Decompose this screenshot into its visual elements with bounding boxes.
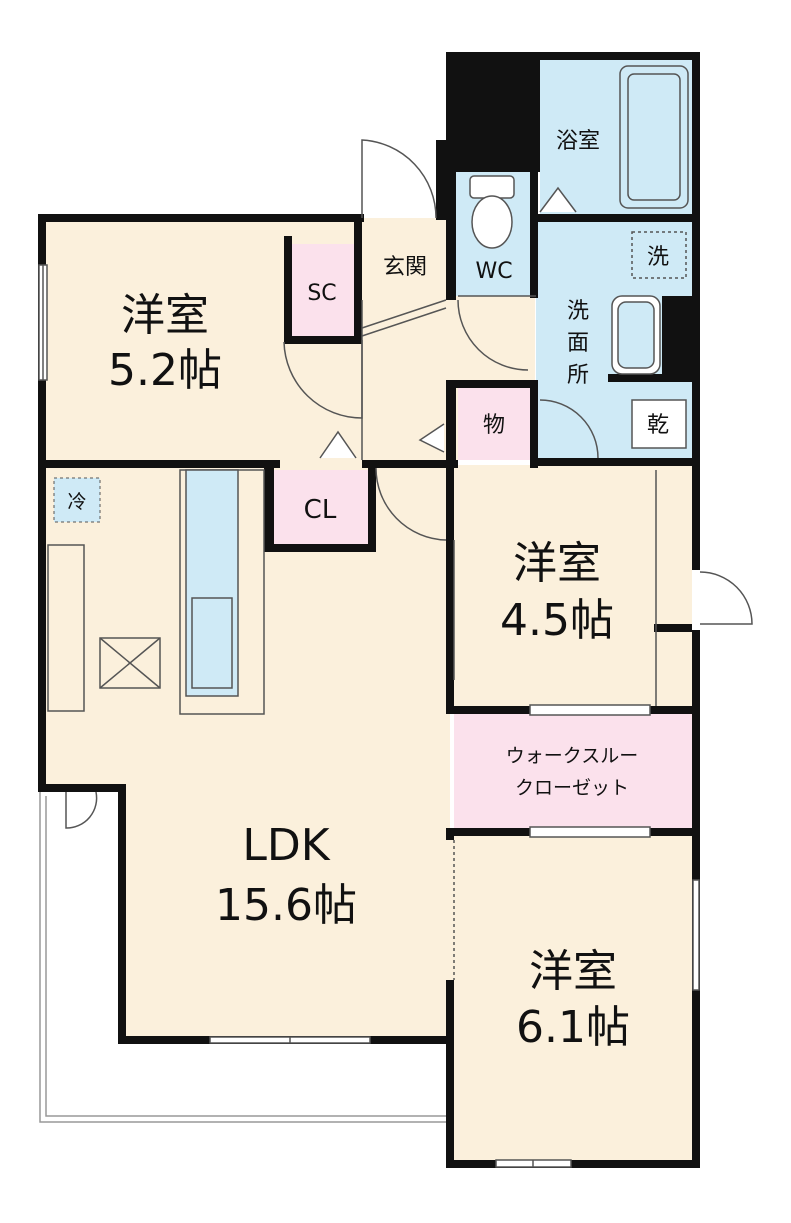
sc-floor	[290, 244, 354, 338]
wall-cl-left	[264, 460, 274, 550]
wall-washroom-bottom	[536, 458, 700, 466]
door-swing-wc	[457, 299, 529, 371]
door-gap-6-1	[446, 840, 454, 980]
wall-cl-right	[368, 460, 376, 552]
step-triangle-bath	[539, 186, 577, 213]
wall-washroom-pillar	[662, 296, 694, 382]
balcony-inner-line	[45, 796, 450, 1117]
wall-ldk-step-top	[38, 784, 126, 792]
fridge-label: 冷	[67, 491, 86, 513]
balcony-outline	[39, 790, 450, 1123]
door-swing-5-2	[283, 340, 363, 419]
wall-storage-right	[530, 380, 538, 468]
entrance-step-line-2	[361, 307, 447, 337]
washbasin-inner	[617, 301, 655, 369]
balcony	[39, 790, 450, 1123]
laundry-label: 洗	[647, 245, 669, 270]
room-western-6-1-floor	[454, 835, 694, 1162]
wic-floor	[454, 712, 694, 832]
dryer-box	[631, 399, 687, 449]
labels: 洋室 5.2帖 洋室 4.5帖 洋室 6.1帖 LDK 15.6帖 浴室 洗 面…	[67, 129, 669, 1053]
door-swing-washroom	[539, 399, 599, 459]
room-western-5-2-floor	[44, 222, 286, 462]
sc-label: SC	[307, 281, 336, 306]
washroom-label-3: 所	[567, 363, 589, 388]
cl-label: CL	[304, 495, 337, 525]
wall-5-2-ldk	[38, 460, 458, 468]
pipe-shaft	[446, 52, 540, 172]
wc-label: WC	[475, 259, 512, 284]
toilet-tank-icon	[469, 175, 515, 199]
ldk-floor	[44, 465, 450, 1040]
washroom-label-1: 洗	[567, 299, 589, 324]
wall-bath-washroom	[530, 214, 700, 222]
wall-sc-left	[284, 236, 292, 342]
wall-top-5-2	[38, 214, 364, 222]
wic-door-top	[529, 704, 651, 716]
step-triangle-1	[319, 430, 357, 459]
wic-label-1: ウォークスルー	[506, 745, 638, 767]
range-hood-x2	[99, 637, 161, 689]
entry-door-swing	[361, 139, 437, 219]
room-4-5-size: 4.5帖	[500, 595, 614, 646]
room-5-2-name: 洋室	[121, 290, 209, 341]
sink-icon	[191, 597, 233, 689]
range-hood-icon	[99, 637, 161, 689]
door-swing-exterior	[699, 571, 753, 625]
toilet-icon	[471, 195, 513, 249]
storage-floor	[458, 388, 532, 460]
entrance-step-line	[361, 299, 447, 329]
bath-label: 浴室	[556, 129, 600, 154]
wall-4-5-stub	[654, 624, 694, 632]
window-6-1	[692, 879, 700, 991]
wall-washroom-ledge	[608, 374, 668, 382]
wall-ldk-step	[118, 786, 126, 1044]
wall-sc-right	[354, 214, 362, 344]
door-gap-4-5	[454, 540, 462, 680]
washer-space	[631, 231, 687, 279]
door-swing-balcony	[65, 791, 98, 829]
wall-bottom	[446, 1160, 700, 1168]
door-gap-5-2	[280, 459, 362, 469]
washroom-label-2: 面	[567, 331, 589, 356]
entrance-label: 玄関	[383, 255, 427, 280]
wall-left	[38, 214, 46, 792]
door-swing-ldk	[375, 467, 447, 541]
wic-label-2: クローゼット	[515, 777, 629, 799]
wall-top-bath	[446, 52, 700, 60]
kitchen	[53, 469, 239, 697]
hallway-floor	[455, 295, 535, 385]
wall-4-5-left	[446, 460, 454, 710]
wall-wc-left	[446, 170, 456, 300]
wall-storage-left	[446, 380, 456, 468]
dryer-label: 乾	[647, 413, 669, 438]
cl-floor	[272, 470, 372, 546]
room-western-4-5-floor	[454, 465, 694, 708]
fixtures	[38, 139, 753, 1168]
wall-sc-bottom	[284, 336, 360, 344]
ldk-name: LDK	[242, 820, 330, 871]
room-6-1-name: 洋室	[529, 946, 617, 997]
room-4-5-name: 洋室	[513, 538, 601, 589]
step-triangle-2	[418, 423, 445, 453]
storage-label: 物	[483, 413, 505, 438]
ldk-size: 15.6帖	[215, 880, 357, 931]
bath-fixtures	[469, 65, 689, 449]
wic-door-bottom	[529, 826, 651, 838]
room-6-1-size: 6.1帖	[516, 1002, 630, 1053]
kitchen-back-counter	[47, 544, 85, 712]
wall-6-1-left	[446, 832, 454, 1168]
wall-entrance	[436, 140, 446, 220]
door-gap-exterior	[692, 570, 700, 630]
room-fills	[44, 58, 694, 1162]
wall-cl-bottom	[264, 544, 376, 552]
room-5-2-size: 5.2帖	[108, 345, 222, 396]
wall-storage-top	[446, 380, 538, 388]
wall-wc-right	[530, 172, 538, 298]
bathtub-inner	[627, 73, 681, 201]
fridge-space	[53, 477, 101, 523]
